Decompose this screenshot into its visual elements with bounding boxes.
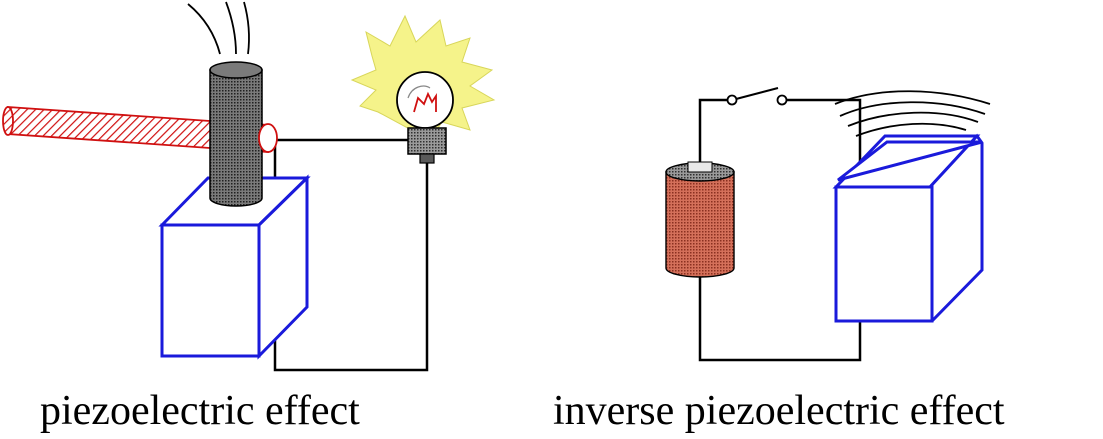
right-crystal-cube: [832, 133, 984, 323]
inverse-piezoelectric-effect-panel: inverse piezoelectric effect: [553, 87, 1005, 434]
vibration-lines-icon: [834, 90, 991, 137]
caption-piezoelectric-effect: piezoelectric effect: [40, 388, 360, 434]
hammer-head: [209, 69, 263, 207]
piezoelectric-effect-panel: piezoelectric effect: [2, 1, 496, 434]
light-bulb-icon: [350, 14, 496, 164]
battery-icon: [665, 161, 735, 278]
caption-inverse-piezoelectric-effect: inverse piezoelectric effect: [553, 388, 1005, 434]
vibration-lines-icon: [187, 1, 250, 55]
hammer-icon: [2, 61, 278, 207]
bulb-filament: [413, 91, 437, 113]
bulb-base: [407, 127, 447, 155]
switch-icon: [726, 87, 788, 106]
